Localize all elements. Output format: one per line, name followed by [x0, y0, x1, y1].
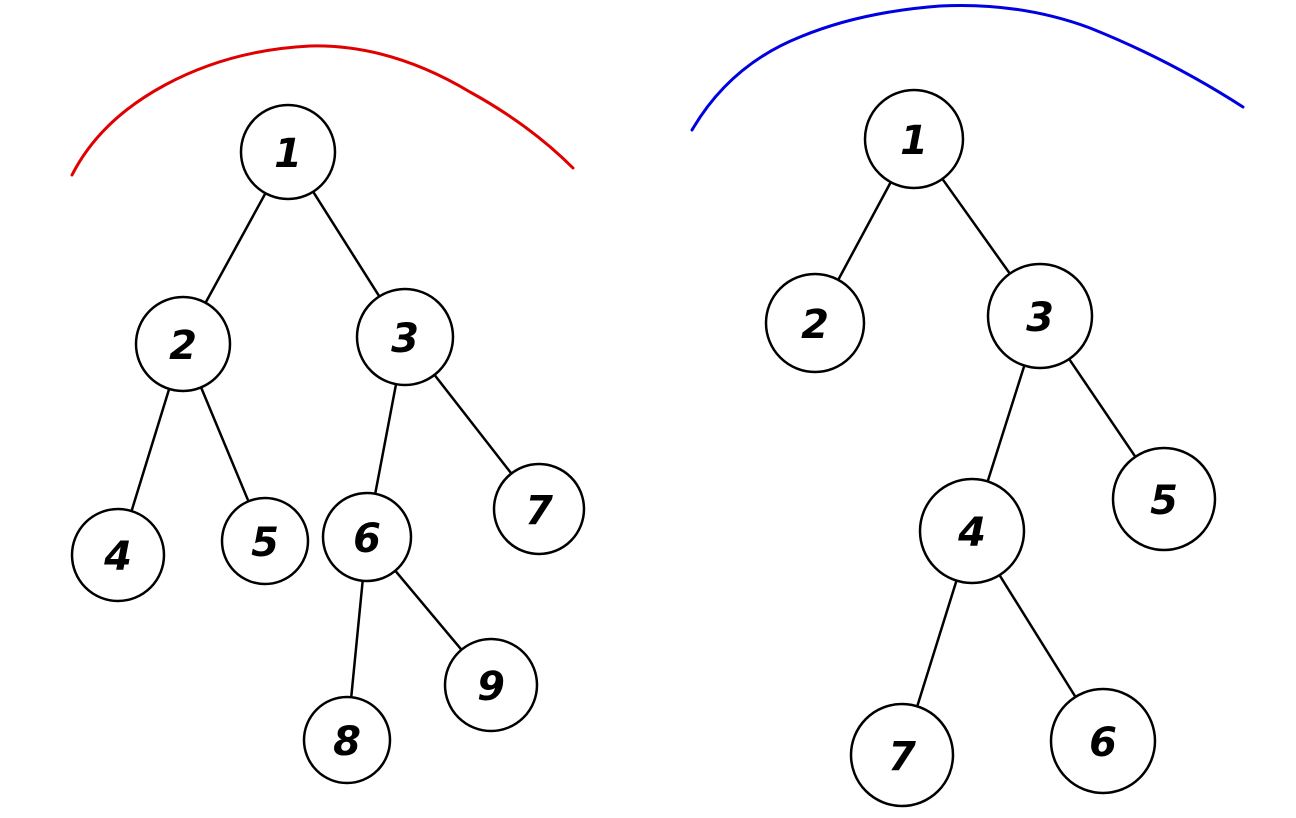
- left-tree-node-2: 2: [134, 295, 232, 393]
- left-tree-edge-6-9: [394, 569, 463, 651]
- node-circle: [863, 88, 965, 190]
- right-tree-edge-3-5: [1067, 357, 1137, 459]
- node-label: 3: [1026, 295, 1054, 341]
- right-tree-node-1: 1: [863, 88, 965, 190]
- node-circle: [302, 695, 392, 785]
- right-tree: 1 2 3 4 5 7 6: [690, 3, 1245, 808]
- node-label: 3: [391, 316, 419, 362]
- node-circle: [70, 507, 166, 603]
- node-label: 1: [274, 131, 302, 177]
- right-tree-node-2: 2: [764, 272, 866, 374]
- node-circle: [986, 262, 1094, 370]
- node-circle: [764, 272, 866, 374]
- node-label: 6: [353, 516, 381, 562]
- left-tree-edges: [130, 190, 513, 699]
- node-label: 2: [801, 302, 829, 348]
- right-tree-edge-4-6: [998, 573, 1077, 699]
- right-tree-arc: [690, 3, 1245, 132]
- left-tree-edge-2-5: [199, 386, 250, 503]
- left-tree-node-9: 9: [443, 637, 539, 733]
- right-tree-node-3: 3: [986, 262, 1094, 370]
- node-label: 9: [477, 664, 505, 710]
- node-circle: [443, 637, 539, 733]
- node-label: 7: [525, 488, 553, 534]
- right-tree-node-6: 6: [1049, 687, 1157, 795]
- node-circle: [134, 295, 232, 393]
- left-tree-node-1: 1: [239, 103, 337, 201]
- node-label: 6: [1089, 720, 1117, 766]
- left-tree-node-4: 4: [70, 507, 166, 603]
- right-tree-node-5: 5: [1111, 446, 1217, 552]
- right-tree-edge-1-2: [836, 180, 893, 282]
- node-circle: [239, 103, 337, 201]
- node-circle: [355, 287, 455, 387]
- left-tree-arc: [70, 44, 575, 177]
- right-tree-node-7: 7: [849, 702, 955, 808]
- node-circle: [220, 496, 310, 586]
- node-label: 7: [888, 734, 916, 780]
- node-circle: [321, 491, 413, 583]
- node-label: 5: [1150, 478, 1178, 524]
- left-tree-node-6: 6: [321, 491, 413, 583]
- node-circle: [1111, 446, 1217, 552]
- left-tree-edge-1-2: [204, 191, 267, 305]
- left-tree-edge-3-7: [433, 373, 513, 475]
- right-tree-nodes: 1 2 3 4 5 7 6: [764, 88, 1217, 808]
- right-tree-edge-4-7: [915, 579, 958, 708]
- left-tree-edge-2-4: [130, 387, 171, 513]
- right-tree-edge-1-3: [941, 177, 1012, 275]
- node-label: 5: [251, 520, 279, 566]
- left-tree-edge-6-8: [349, 579, 364, 699]
- left-tree: 1 2 3 4 5 6 7 8 9: [70, 44, 586, 785]
- left-tree-node-7: 7: [492, 462, 586, 556]
- node-label: 4: [103, 534, 132, 580]
- left-tree-edge-1-3: [311, 190, 381, 298]
- left-tree-node-8: 8: [302, 695, 392, 785]
- node-label: 8: [333, 719, 361, 765]
- node-circle: [849, 702, 955, 808]
- node-label: 2: [169, 323, 197, 369]
- node-circle: [918, 477, 1026, 585]
- node-circle: [492, 462, 586, 556]
- node-circle: [1049, 687, 1157, 795]
- right-tree-edge-3-4: [986, 364, 1026, 483]
- left-tree-edge-3-6: [373, 382, 398, 496]
- left-tree-node-3: 3: [355, 287, 455, 387]
- right-tree-node-4: 4: [918, 477, 1026, 585]
- right-tree-edges: [836, 177, 1137, 708]
- left-tree-nodes: 1 2 3 4 5 6 7 8 9: [70, 103, 586, 785]
- node-label: 4: [957, 510, 986, 556]
- left-tree-node-5: 5: [220, 496, 310, 586]
- node-label: 1: [900, 118, 928, 164]
